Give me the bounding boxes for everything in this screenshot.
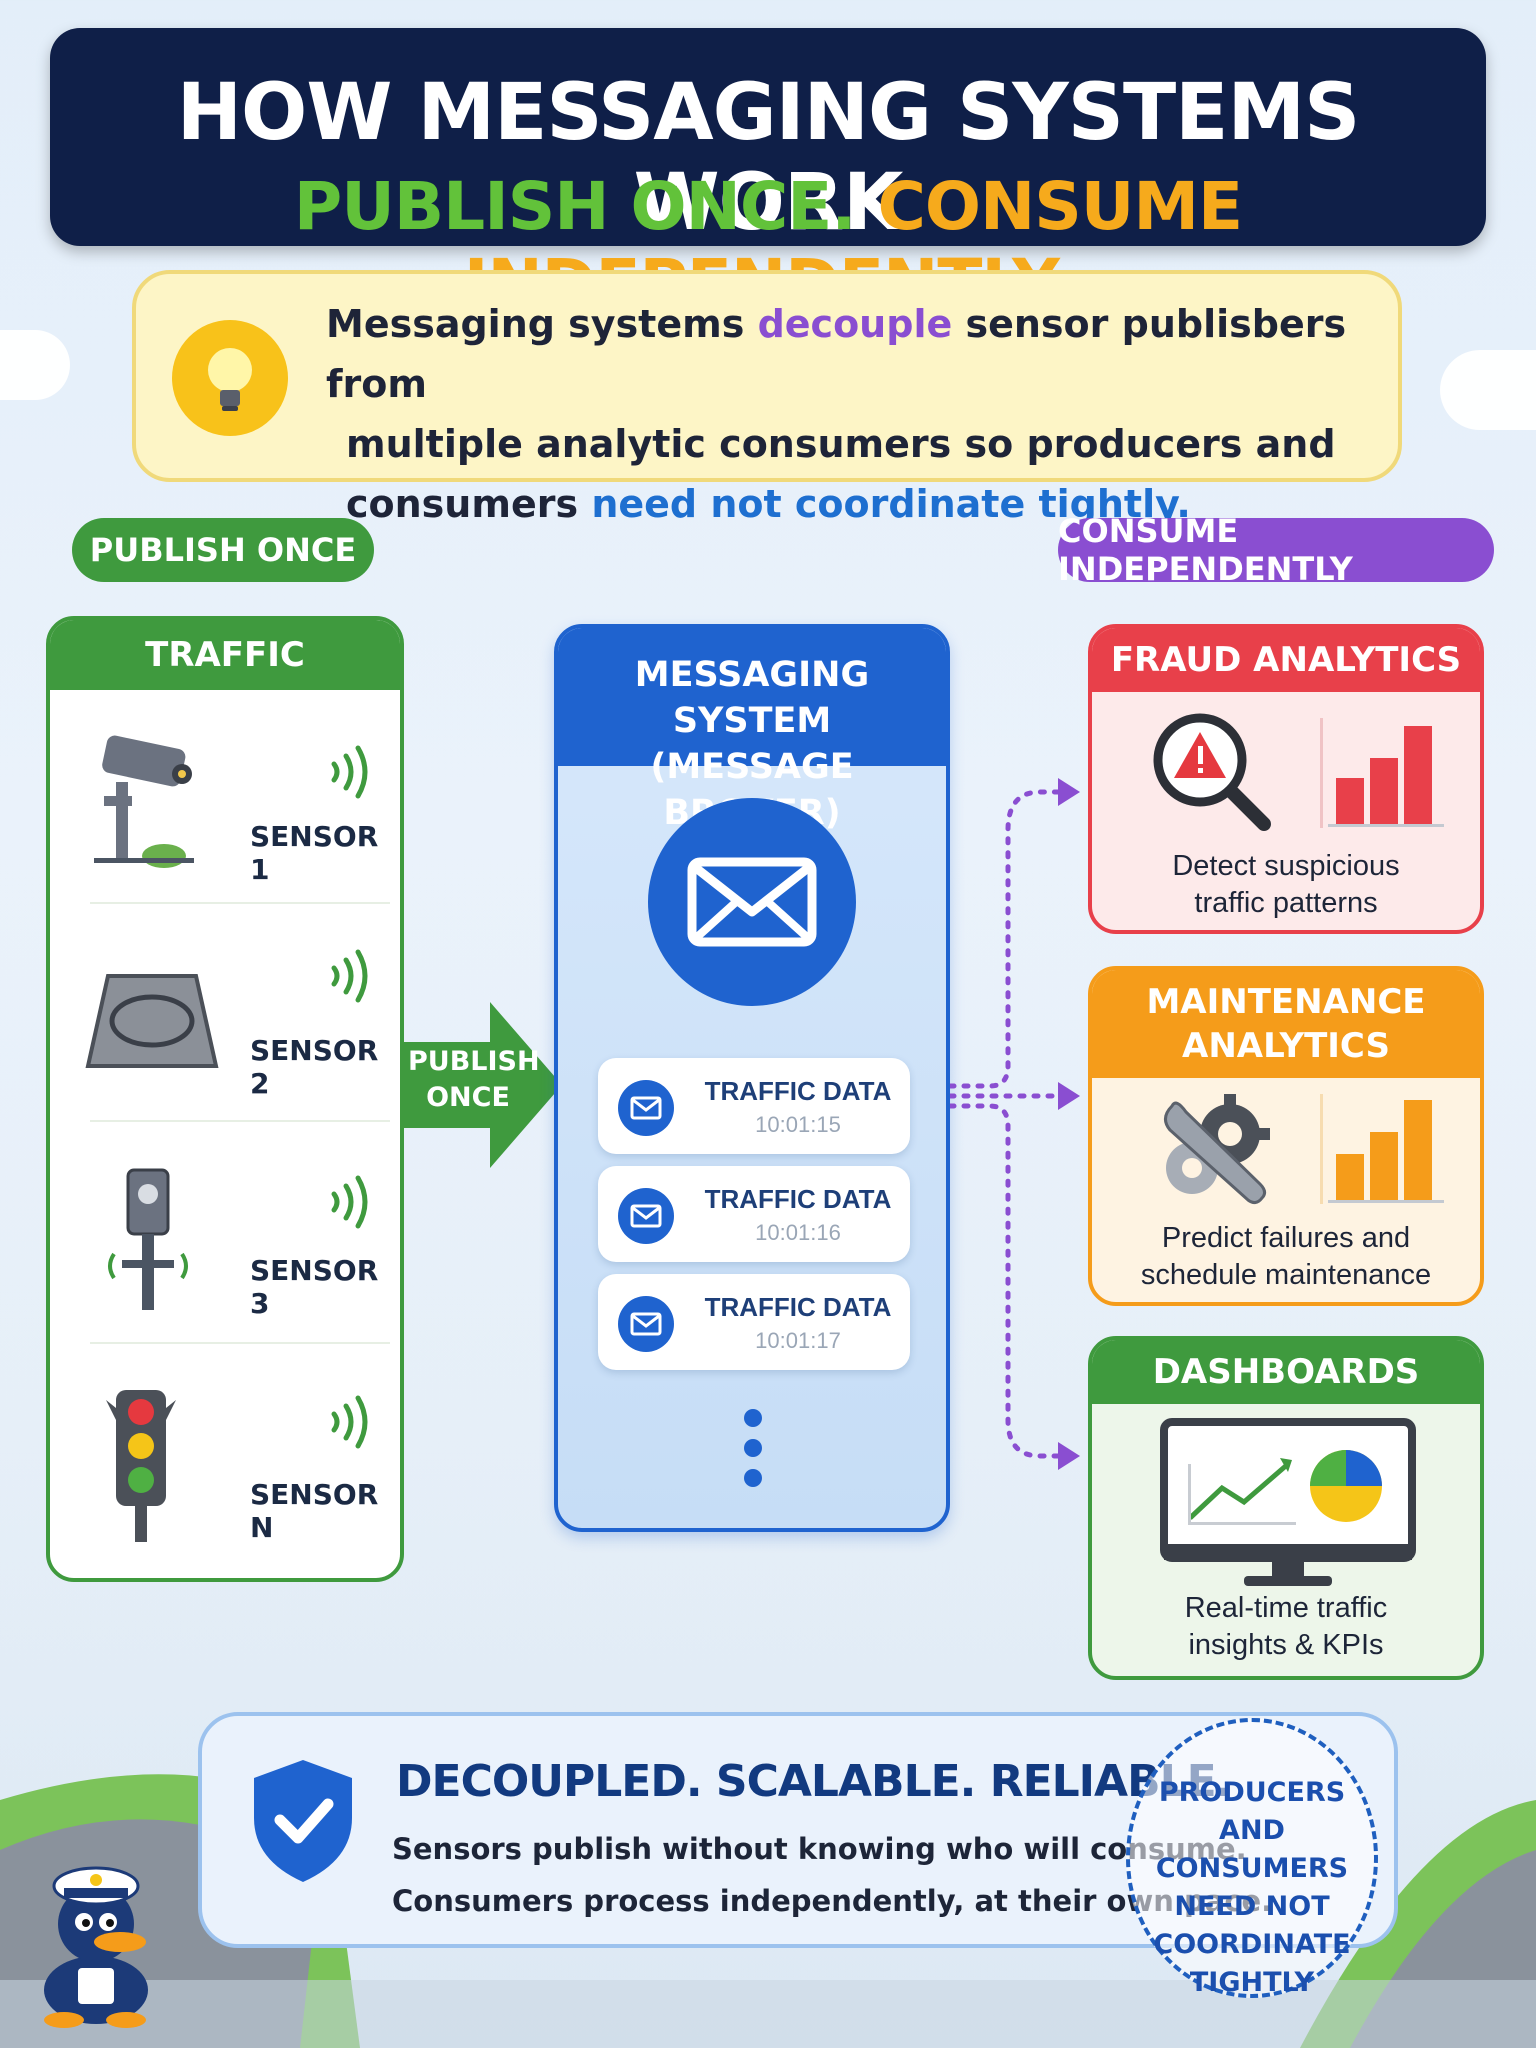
fraud-desc-line2: traffic patterns	[1194, 887, 1378, 919]
fanout-connectors	[947, 770, 1090, 1470]
message-title: TRAFFIC DATA	[704, 1292, 892, 1322]
maintenance-title-line2: ANALYTICS	[1182, 1026, 1390, 1066]
pill-consume-independently: CONSUME INDEPENDENTLY	[1058, 512, 1494, 588]
sensors-panel: TRAFFIC SENSORS SENSOR 1	[46, 616, 404, 1582]
maintenance-desc-line1: Predict failures and	[1161, 1222, 1411, 1254]
traffic-light-icon	[104, 1386, 204, 1551]
bar-chart-icon	[1318, 1094, 1448, 1209]
badge-line3: NEED NOT	[1174, 1891, 1330, 1922]
subtitle-publish: PUBLISH ONCE.	[293, 168, 857, 245]
intro-highlight-decouple: decouple	[757, 302, 953, 346]
signal-waves-icon	[324, 1392, 384, 1457]
signal-waves-icon	[324, 742, 384, 807]
maintenance-title-line1: MAINTENANCE	[1146, 982, 1426, 1022]
lightbulb-icon	[172, 320, 288, 436]
publish-arrow-line2: ONCE	[426, 1082, 510, 1113]
intro-line1-a: Messaging systems	[326, 302, 758, 346]
message-time: 10:01:17	[755, 1328, 841, 1353]
dashboards-title: DASHBOARDS	[1092, 1340, 1480, 1404]
broker-title: MESSAGING SYSTEM (MESSAGE BROKER)	[558, 628, 946, 833]
more-messages-dots	[738, 1408, 768, 1493]
sensor-divider	[90, 1120, 390, 1122]
header-banner: HOW MESSAGING SYSTEMS WORK PUBLISH ONCE.…	[50, 28, 1486, 322]
fraud-desc-line1: Detect suspicious	[1172, 850, 1400, 882]
consumer-maintenance-analytics: MAINTENANCE ANALYTICS Predict fail	[1088, 966, 1484, 1306]
wrench-gear-icon	[1152, 1088, 1282, 1213]
shield-check-icon	[248, 1756, 358, 1891]
radar-sensor-icon	[94, 1166, 224, 1321]
pill-publish-once: PUBLISH ONCE	[72, 518, 374, 582]
envelope-icon	[618, 1296, 674, 1352]
dashboards-desc-line1: Real-time traffic	[1184, 1592, 1388, 1624]
sensor-row-n: SENSOR N	[74, 1356, 400, 1574]
magnifier-warning-icon	[1148, 708, 1278, 843]
page-title: HOW MESSAGING SYSTEMS WORK	[176, 68, 1361, 248]
fraud-title: FRAUD ANALYTICS	[1092, 628, 1480, 692]
badge-line5: TIGHTLY	[1189, 1967, 1315, 1998]
badge-line1: PRODUCERS	[1158, 1777, 1346, 1808]
envelope-icon	[618, 1080, 674, 1136]
sensor-divider	[90, 902, 390, 904]
duck-mascot-icon	[30, 1830, 170, 2035]
signal-waves-icon	[324, 946, 384, 1011]
sensor-label-3: SENSOR 3	[250, 1254, 379, 1320]
summary-title: DECOUPLED. SCALABLE. RELIABLE.	[396, 1756, 1232, 1807]
publish-arrow: PUBLISH ONCE	[402, 1002, 562, 1168]
sensor-label-n: SENSOR N	[250, 1478, 379, 1544]
sensor-label-1: SENSOR 1	[250, 820, 379, 886]
message-card: TRAFFIC DATA 10:01:16	[598, 1166, 910, 1262]
summary-line1: Sensors publish without knowing who will…	[392, 1832, 1247, 1866]
sensor-label-2: SENSOR 2	[250, 1034, 379, 1100]
summary-line2: Consumers process independently, at thei…	[392, 1884, 1273, 1918]
broker-title-line1: MESSAGING SYSTEM	[634, 655, 870, 741]
message-title: TRAFFIC DATA	[704, 1184, 892, 1214]
fraud-description: Detect suspicious traffic patterns	[1092, 848, 1480, 922]
message-card: TRAFFIC DATA 10:01:15	[598, 1058, 910, 1154]
cloud-right	[1440, 350, 1536, 430]
consumer-dashboards: DASHBOARDS Real-time traffic insights & …	[1088, 1336, 1484, 1680]
message-time: 10:01:16	[755, 1220, 841, 1245]
cloud-left	[0, 330, 70, 400]
signal-waves-icon	[324, 1172, 384, 1237]
sensors-title: TRAFFIC SENSORS	[50, 620, 400, 745]
dashboards-desc-line2: insights & KPIs	[1188, 1629, 1384, 1661]
sensor-divider	[90, 1342, 390, 1344]
intro-callout: Messaging systems decouple sensor publis…	[132, 270, 1402, 526]
badge-text: PRODUCERS AND CONSUMERS NEED NOT COORDIN…	[1140, 1774, 1364, 2002]
monitor-chart-icon	[1160, 1418, 1416, 1603]
consumer-fraud-analytics: FRAUD ANALYTICS Detect suspicious traffi…	[1088, 624, 1484, 934]
sensor-row-1: SENSOR 1	[74, 700, 400, 918]
coordination-badge: PRODUCERS AND CONSUMERS NEED NOT COORDIN…	[1126, 1718, 1378, 1998]
envelope-icon	[648, 798, 856, 1006]
message-card: TRAFFIC DATA 10:01:17	[598, 1274, 910, 1370]
message-time: 10:01:15	[755, 1112, 841, 1137]
intro-line1-b: sensor publisbers from	[326, 302, 1347, 406]
maintenance-desc-line2: schedule maintenance	[1140, 1259, 1432, 1291]
message-title: TRAFFIC DATA	[704, 1076, 892, 1106]
badge-line2: AND CONSUMERS	[1155, 1815, 1349, 1884]
publish-arrow-label: PUBLISH ONCE	[408, 1044, 540, 1116]
dashboards-description: Real-time traffic insights & KPIs	[1092, 1590, 1480, 1664]
maintenance-description: Predict failures and schedule maintenanc…	[1092, 1220, 1480, 1294]
road-loop-sensor-icon	[84, 966, 224, 1091]
publish-arrow-line1: PUBLISH	[408, 1046, 540, 1077]
intro-text: Messaging systems decouple sensor publis…	[326, 294, 1376, 534]
badge-line4: COORDINATE	[1153, 1929, 1351, 1960]
bar-chart-icon	[1318, 718, 1448, 833]
intro-line2: multiple analytic consumers so producers…	[346, 422, 1336, 466]
envelope-icon	[618, 1188, 674, 1244]
intro-line3-a: consumers	[346, 482, 592, 526]
camera-icon	[94, 730, 224, 875]
sensor-row-2: SENSOR 2	[74, 916, 400, 1134]
maintenance-title: MAINTENANCE ANALYTICS	[1092, 970, 1480, 1078]
broker-panel: MESSAGING SYSTEM (MESSAGE BROKER) TRAFFI…	[554, 624, 950, 1532]
sensor-row-3: SENSOR 3	[74, 1136, 400, 1354]
